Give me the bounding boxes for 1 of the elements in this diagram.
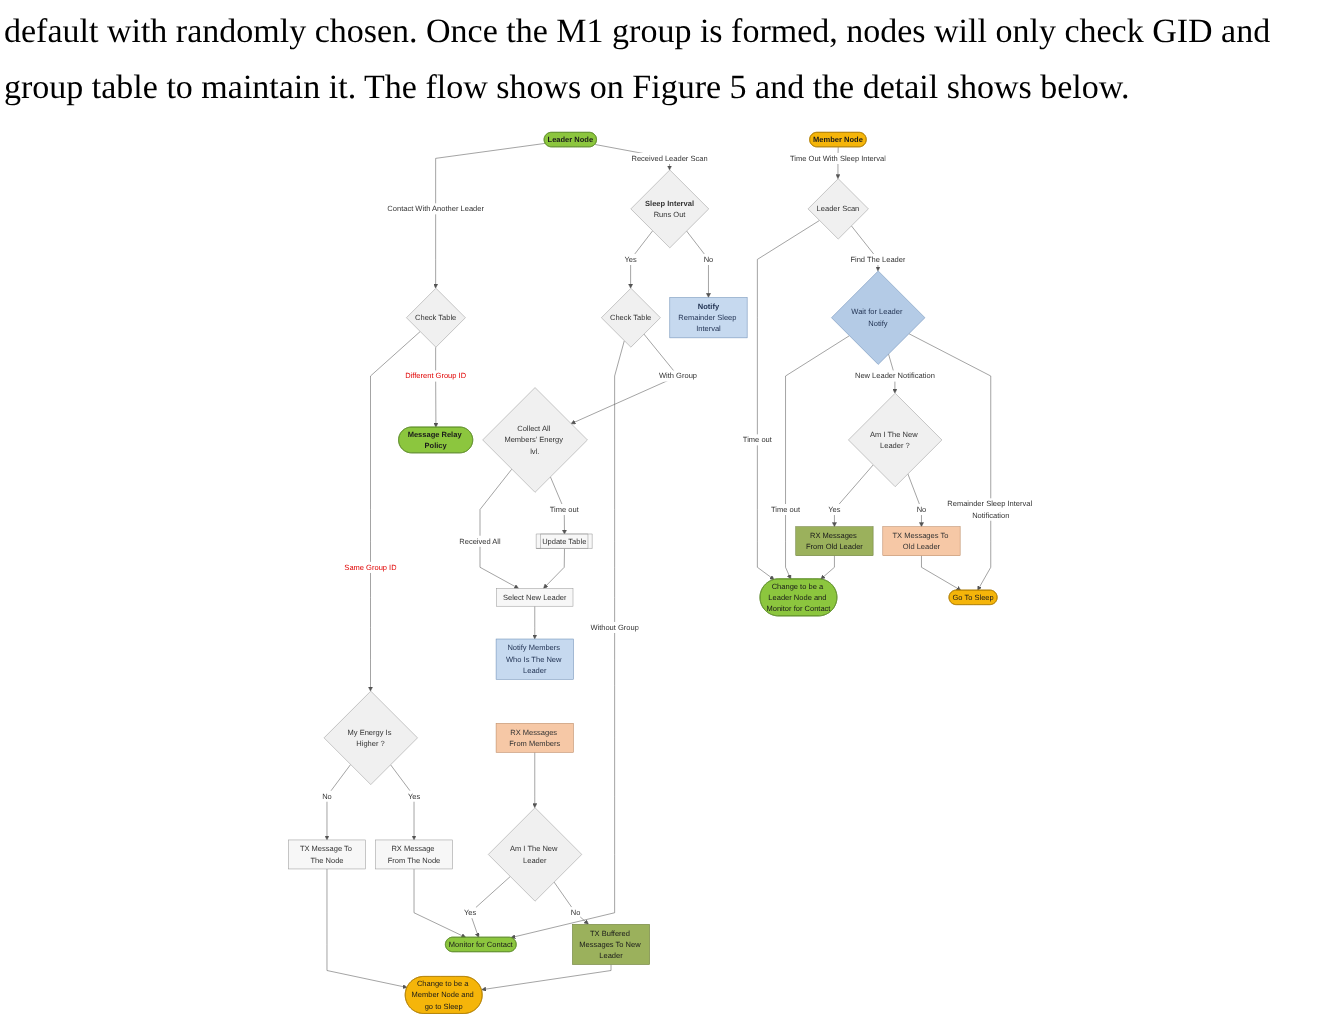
paragraph-text: default with randomly chosen. Once the M1 group is formed, nodes will only check GID and group table to maintain it. The flow shows on Figure 5 and the detail shows below. (4, 10, 1273, 111)
